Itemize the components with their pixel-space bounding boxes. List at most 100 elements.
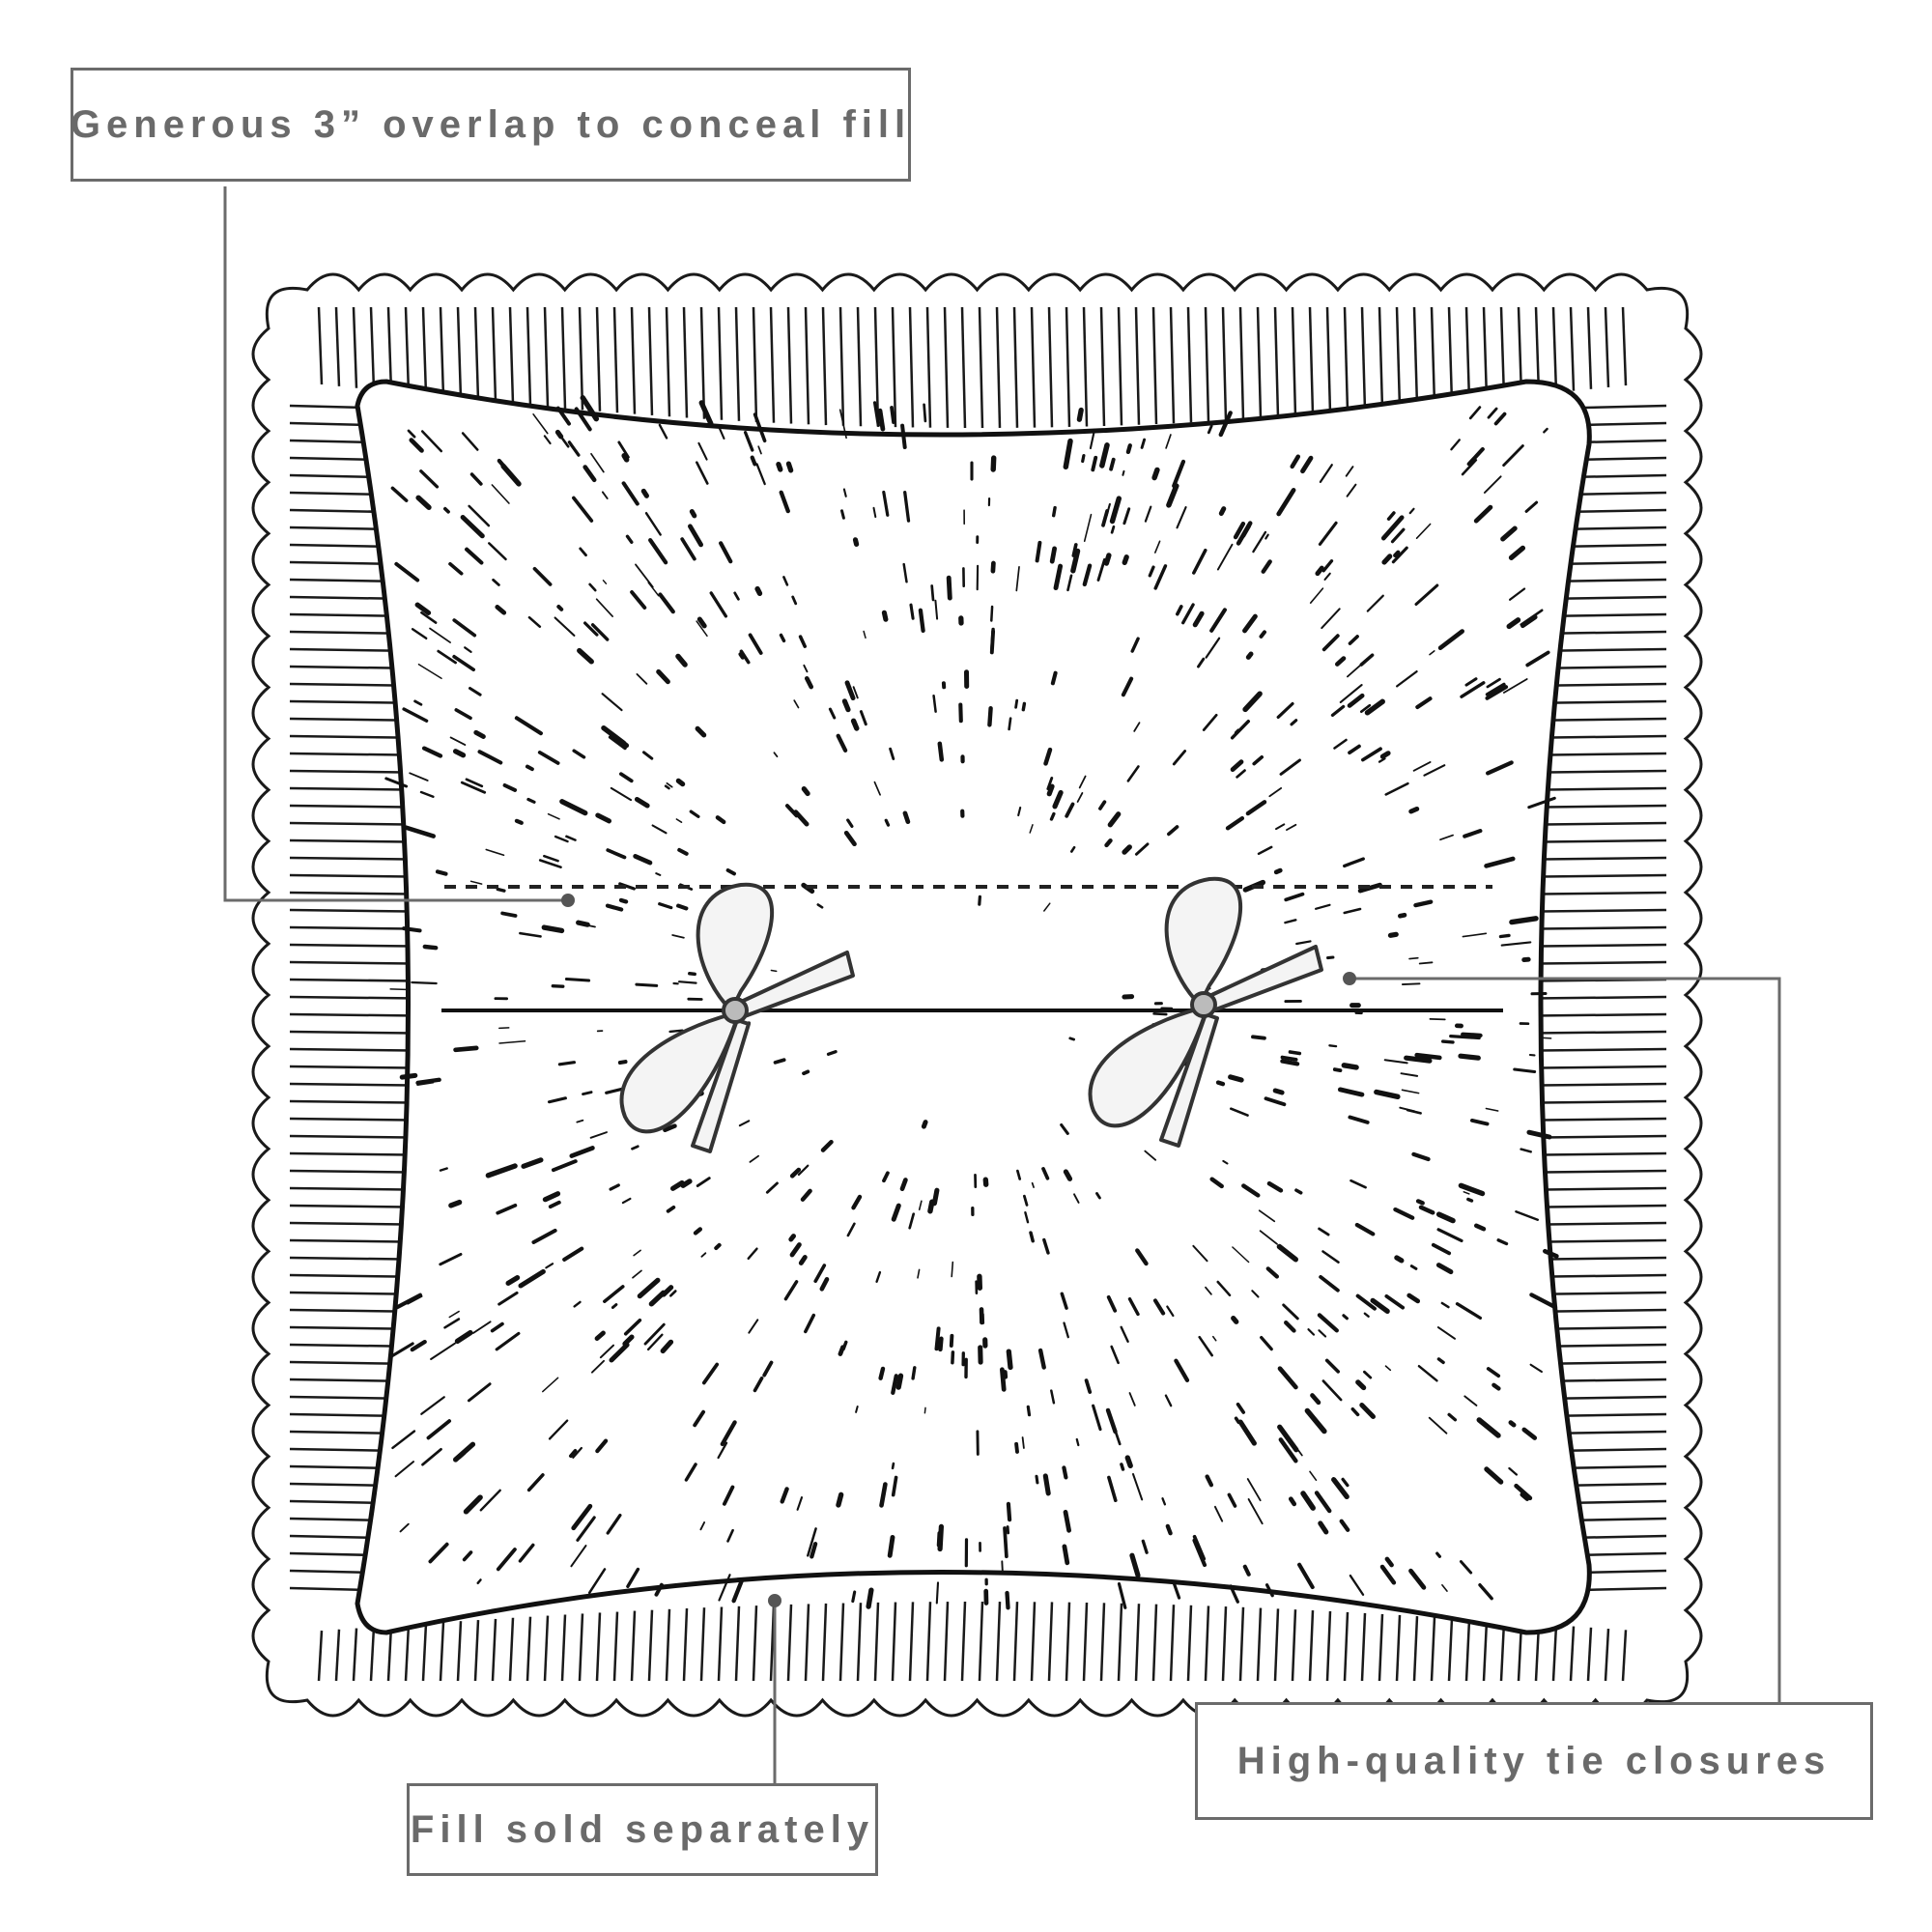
fabric-speckle bbox=[425, 947, 436, 948]
fabric-speckle bbox=[1282, 1062, 1297, 1065]
fabric-speckle bbox=[1437, 1553, 1440, 1556]
fabric-speckle bbox=[911, 605, 913, 618]
callout-fill-text: Fill sold separately bbox=[411, 1808, 874, 1852]
fabric-speckle bbox=[776, 1060, 784, 1063]
fabric-speckle bbox=[1411, 809, 1417, 811]
fabric-speckle bbox=[1382, 753, 1388, 757]
fabric-speckle bbox=[1023, 703, 1024, 709]
fabric-speckle bbox=[1106, 555, 1109, 563]
fabric-speckle bbox=[898, 1376, 900, 1387]
fabric-speckle bbox=[1070, 1038, 1074, 1039]
fabric-speckle bbox=[1461, 1056, 1478, 1058]
fabric-speckle bbox=[1031, 1233, 1033, 1241]
fabric-speckle bbox=[940, 1339, 941, 1350]
fabric-speckle bbox=[1420, 962, 1433, 963]
fabric-speckle bbox=[893, 1463, 894, 1468]
fabric-speckle bbox=[1168, 1526, 1171, 1533]
callout-overlap: Generous 3” overlap to conceal fill bbox=[71, 68, 911, 182]
fabric-speckle bbox=[791, 1236, 794, 1239]
fabric-speckle bbox=[643, 491, 646, 496]
fabric-speckle bbox=[390, 989, 406, 990]
fabric-speckle bbox=[456, 752, 464, 755]
fabric-speckle bbox=[1127, 1458, 1130, 1465]
fabric-speckle bbox=[937, 1328, 939, 1349]
pillow-body bbox=[357, 382, 1589, 1633]
fabric-speckle bbox=[1002, 1370, 1004, 1390]
fabric-speckle bbox=[853, 1592, 855, 1602]
fabric-speckle bbox=[930, 1202, 932, 1211]
fabric-speckle bbox=[620, 1062, 626, 1063]
fabric-speckle bbox=[921, 611, 923, 631]
fabric-speckle bbox=[1390, 934, 1396, 935]
fabric-speckle bbox=[497, 890, 504, 892]
fabric-speckle bbox=[716, 1245, 719, 1248]
fabric-speckle bbox=[621, 900, 626, 902]
fabric-speckle bbox=[1079, 411, 1081, 420]
fabric-speckle bbox=[445, 509, 448, 512]
fabric-speckle bbox=[1009, 1351, 1010, 1367]
fabric-speckle bbox=[902, 426, 905, 447]
fabric-speckle bbox=[1073, 545, 1076, 555]
fabric-speckle bbox=[499, 1028, 509, 1029]
fabric-speckle bbox=[1468, 1200, 1472, 1202]
fabric-speckle bbox=[1052, 549, 1054, 561]
fabric-speckle bbox=[696, 1230, 700, 1234]
fabric-speckle bbox=[583, 1093, 592, 1094]
fabric-speckle bbox=[1443, 1041, 1453, 1042]
fabric-speckle bbox=[1083, 456, 1084, 462]
fabric-speckle bbox=[939, 1533, 940, 1546]
fabric-speckle bbox=[1328, 957, 1333, 958]
fabric-speckle bbox=[940, 744, 942, 760]
fabric-speckle bbox=[905, 813, 908, 822]
fabric-speckle bbox=[1409, 958, 1418, 959]
fabric-speckle bbox=[1005, 1528, 1007, 1556]
fabric-speckle bbox=[1283, 1058, 1296, 1060]
fabric-speckle bbox=[1016, 1444, 1017, 1452]
fabric-speckle bbox=[1403, 983, 1420, 984]
fabric-speckle bbox=[924, 1407, 925, 1412]
fabric-speckle bbox=[579, 923, 588, 924]
fabric-speckle bbox=[992, 629, 993, 648]
fabric-speckle bbox=[804, 1071, 808, 1073]
fabric-speckle bbox=[1512, 919, 1536, 923]
fabric-speckle bbox=[804, 789, 808, 794]
fabric-speckle bbox=[1049, 786, 1052, 794]
fabric-speckle bbox=[880, 411, 883, 429]
fabric-speckle bbox=[1476, 1226, 1484, 1229]
fabric-speckle bbox=[913, 1368, 915, 1378]
fabric-speckle bbox=[1511, 1423, 1514, 1426]
fabric-speckle bbox=[1124, 847, 1129, 852]
fabric-speckle bbox=[884, 612, 886, 619]
fabric-speckle bbox=[517, 821, 522, 823]
fabric-speckle bbox=[438, 871, 446, 873]
fabric-speckle bbox=[1418, 1201, 1423, 1203]
fabric-speckle bbox=[1406, 1058, 1430, 1061]
fabric-speckle bbox=[960, 705, 961, 722]
fabric-speckle bbox=[456, 1048, 477, 1050]
fabric-speckle bbox=[1128, 445, 1130, 452]
fabric-speckle bbox=[1400, 915, 1405, 916]
fabric-speckle bbox=[1002, 1561, 1003, 1572]
fabric-speckle bbox=[1008, 1593, 1009, 1607]
fabric-speckle bbox=[402, 1075, 415, 1077]
fabric-speckle bbox=[1154, 1013, 1167, 1014]
fabric-speckle bbox=[856, 540, 857, 545]
fabric-speckle bbox=[1291, 1499, 1293, 1504]
fabric-speckle bbox=[952, 1352, 953, 1363]
fabric-speckle bbox=[1037, 543, 1040, 561]
fabric-speckle bbox=[886, 820, 888, 825]
fabric-speckle bbox=[1262, 632, 1265, 637]
fabric-speckle bbox=[553, 986, 563, 987]
fabric-speckle bbox=[1045, 1476, 1048, 1493]
fabric-speckle bbox=[838, 1494, 841, 1505]
fabric-speckle bbox=[771, 971, 776, 972]
fabric-speckle bbox=[1154, 470, 1157, 478]
fabric-speckle bbox=[868, 1590, 871, 1606]
fabric-speckle bbox=[757, 589, 759, 594]
fabric-speckle bbox=[890, 1537, 893, 1555]
fabric-speckle bbox=[924, 405, 925, 421]
fabric-speckle bbox=[989, 708, 990, 724]
fabric-speckle bbox=[1052, 814, 1054, 820]
fabric-speckle bbox=[690, 974, 695, 975]
fabric-speckle bbox=[1231, 1077, 1241, 1080]
